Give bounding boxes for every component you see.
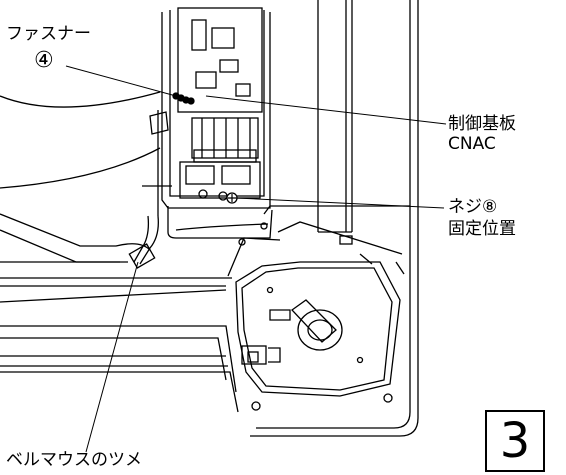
control-board-label: 制御基板 CNAC	[448, 114, 516, 154]
casing-outline	[250, 0, 419, 437]
leader-fastener	[65, 65, 177, 97]
bellmouth-claw	[128, 243, 156, 269]
screw-mark	[226, 192, 238, 204]
step-number: 3	[499, 413, 531, 469]
control-board-label-line2: CNAC	[448, 134, 496, 154]
step-number-box: 3	[485, 410, 545, 472]
control-board	[177, 7, 263, 113]
leader-screw	[235, 197, 445, 209]
leader-board	[205, 95, 447, 125]
control-board-label-line1: 制御基板	[448, 114, 516, 134]
screw-label-line1: ネジ⑧	[448, 197, 498, 217]
drain-pump	[235, 261, 401, 397]
screw-label: ネジ⑧ 固定位置	[448, 196, 516, 240]
terminal-block	[191, 117, 259, 159]
leader-bellmouth	[85, 261, 139, 453]
fastener-label: ファスナー	[6, 24, 91, 44]
fastener-number: ④	[34, 48, 54, 73]
bellmouth-label: ベルマウスのツメ	[6, 450, 142, 470]
screw-label-line2: 固定位置	[448, 219, 516, 239]
